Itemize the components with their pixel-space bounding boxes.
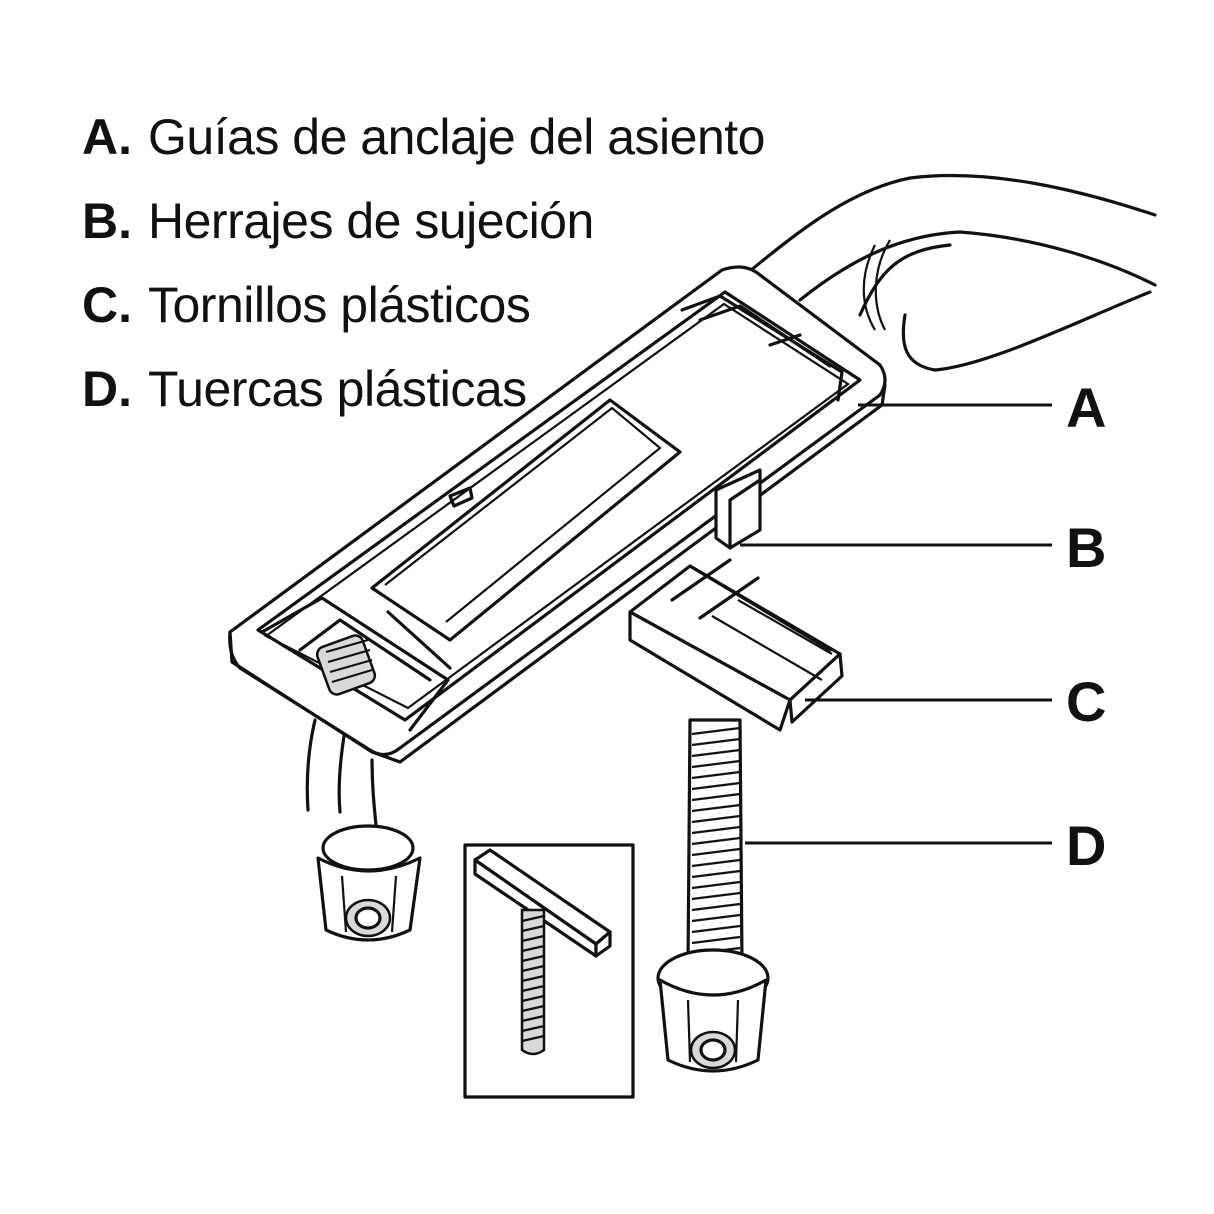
legend-item-c: C. Tornillos plásticos [82, 276, 765, 360]
legend-item-b: B. Herrajes de sujeción [82, 192, 765, 276]
channel-bracket [628, 558, 844, 732]
legend-key: C. [82, 277, 132, 333]
legend-text: Herrajes de sujeción [148, 193, 594, 249]
callout-d: D [1066, 814, 1107, 877]
mounting-bracket [714, 468, 762, 550]
parts-legend: A. Guías de anclaje del asiento B. Herra… [82, 108, 765, 444]
rear-bolt-stem [305, 718, 378, 827]
legend-text: Guías de anclaje del asiento [148, 109, 765, 165]
legend-key: D. [82, 361, 132, 417]
plastic-nut-front [656, 948, 770, 1073]
legend-item-d: D. Tuercas plásticas [82, 360, 765, 444]
seat-hinge-arm [743, 173, 1157, 372]
t-bolt-detail [463, 843, 635, 1099]
callout-b: B [1066, 516, 1107, 579]
callout-c: C [1066, 670, 1107, 733]
plastic-nut-rear [316, 824, 422, 942]
legend-text: Tuercas plásticas [148, 361, 527, 417]
legend-item-a: A. Guías de anclaje del asiento [82, 108, 765, 192]
callout-a: A [1066, 376, 1107, 439]
legend-key: B. [82, 193, 132, 249]
legend-text: Tornillos plásticos [148, 277, 531, 333]
guide-screw [315, 634, 377, 696]
long-bolt [686, 718, 744, 967]
leader-lines [740, 403, 1052, 845]
legend-key: A. [82, 109, 132, 165]
